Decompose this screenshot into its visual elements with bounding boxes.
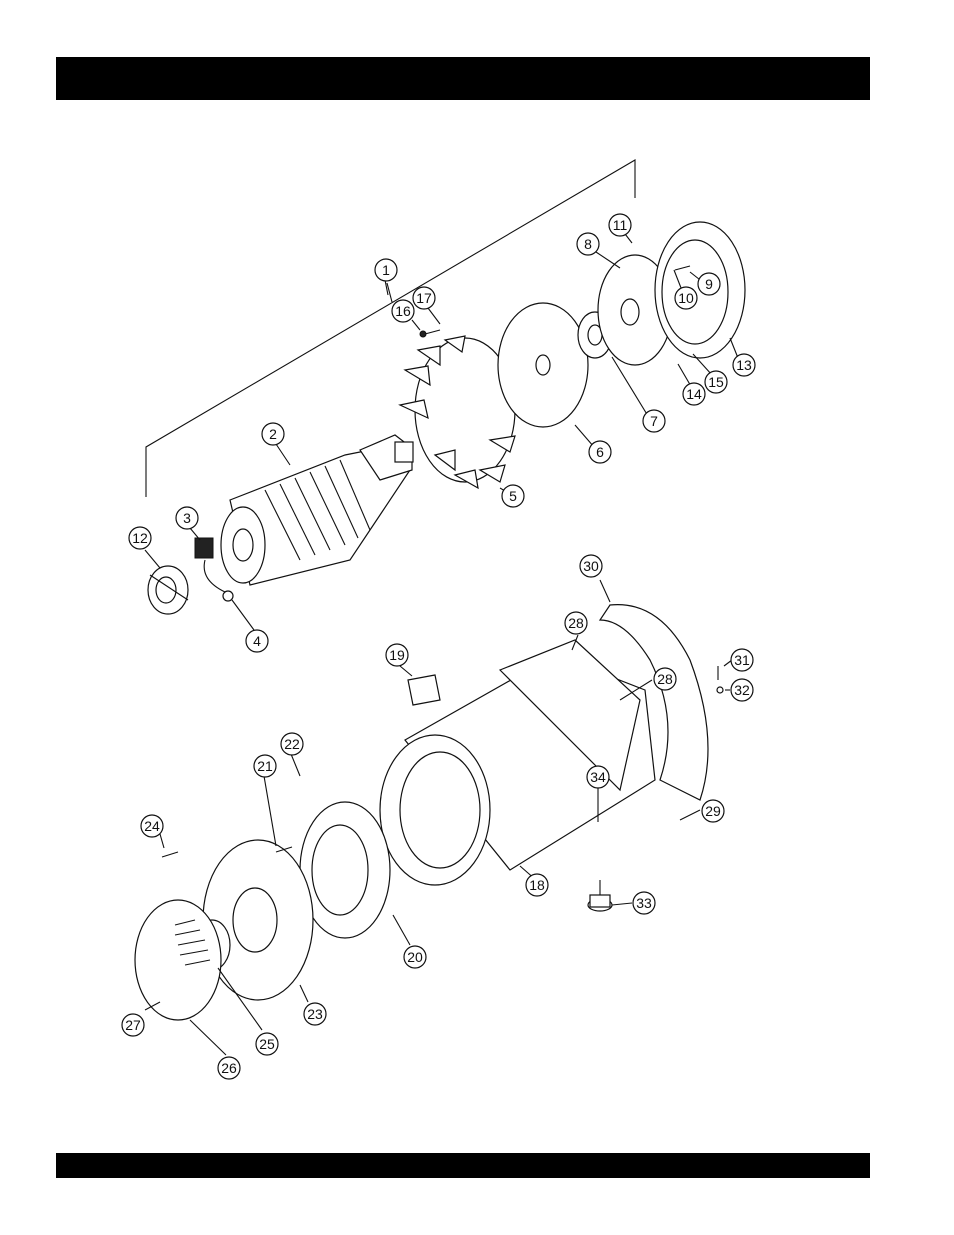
callout-16: 16: [392, 300, 414, 322]
callout-27: 27: [122, 1014, 144, 1036]
svg-text:4: 4: [253, 633, 261, 649]
callout-21: 21: [254, 755, 276, 777]
svg-text:21: 21: [257, 758, 273, 774]
callout-18: 18: [526, 874, 548, 896]
svg-text:33: 33: [636, 895, 652, 911]
svg-text:32: 32: [734, 682, 750, 698]
svg-text:1: 1: [382, 262, 390, 278]
callout-22: 22: [281, 733, 303, 755]
svg-text:19: 19: [389, 647, 405, 663]
callout-34: 34: [587, 766, 609, 788]
svg-text:28: 28: [568, 615, 584, 631]
coupling-disc-part: [498, 303, 588, 427]
svg-text:24: 24: [144, 818, 160, 834]
svg-text:20: 20: [407, 949, 423, 965]
svg-text:11: 11: [613, 217, 628, 233]
svg-text:29: 29: [705, 803, 721, 819]
svg-text:5: 5: [509, 488, 517, 504]
svg-text:6: 6: [596, 444, 604, 460]
bearing-part: [148, 566, 188, 614]
callout-13: 13: [733, 354, 755, 376]
svg-text:15: 15: [708, 374, 724, 390]
callout-24: 24: [141, 815, 163, 837]
svg-text:7: 7: [650, 413, 658, 429]
svg-text:13: 13: [736, 357, 752, 373]
callout-33: 33: [633, 892, 655, 914]
callout-7: 7: [643, 410, 665, 432]
svg-text:28: 28: [657, 671, 673, 687]
stator-housing-part: [380, 640, 655, 885]
callout-11: 11: [609, 214, 631, 236]
callout-32: 32: [731, 679, 753, 701]
callout-29: 29: [702, 800, 724, 822]
svg-text:8: 8: [584, 236, 592, 252]
svg-text:2: 2: [269, 426, 277, 442]
callout-15: 15: [705, 371, 727, 393]
callout-31: 31: [731, 649, 753, 671]
cover-plate-part: [135, 900, 221, 1020]
svg-text:23: 23: [307, 1006, 323, 1022]
callout-25: 25: [256, 1033, 278, 1055]
washer-32-part: [717, 687, 723, 693]
svg-text:17: 17: [416, 290, 432, 306]
callout-14: 14: [683, 383, 705, 405]
callout-5: 5: [502, 485, 524, 507]
callout-2: 2: [262, 423, 284, 445]
svg-text:16: 16: [395, 303, 411, 319]
svg-text:22: 22: [284, 736, 300, 752]
svg-text:25: 25: [259, 1036, 275, 1052]
callout-10: 10: [675, 287, 697, 309]
callout-28b: 28: [654, 668, 676, 690]
callout-20: 20: [404, 946, 426, 968]
bolt-24-part: [162, 852, 178, 857]
callout-17: 17: [413, 287, 435, 309]
callout-23: 23: [304, 1003, 326, 1025]
bolt-16-part: [420, 330, 440, 337]
callout-4: 4: [246, 630, 268, 652]
rotor-part: [221, 435, 413, 585]
callout-19: 19: [386, 644, 408, 666]
svg-text:27: 27: [125, 1017, 141, 1033]
svg-text:31: 31: [734, 652, 750, 668]
callout-12: 12: [129, 527, 151, 549]
callout-28a: 28: [565, 612, 587, 634]
svg-text:26: 26: [221, 1060, 237, 1076]
svg-text:12: 12: [132, 530, 148, 546]
callout-30: 30: [580, 555, 602, 577]
callout-6: 6: [589, 441, 611, 463]
callout-26: 26: [218, 1057, 240, 1079]
plug-part: [408, 675, 440, 705]
svg-text:18: 18: [529, 877, 545, 893]
svg-text:3: 3: [183, 510, 191, 526]
svg-text:30: 30: [583, 558, 599, 574]
svg-text:9: 9: [705, 276, 713, 292]
callout-9: 9: [698, 273, 720, 295]
callout-8: 8: [577, 233, 599, 255]
svg-text:10: 10: [678, 290, 694, 306]
callout-3: 3: [176, 507, 198, 529]
svg-text:34: 34: [590, 769, 606, 785]
svg-text:14: 14: [686, 386, 702, 402]
callout-1: 1: [375, 259, 397, 281]
vibration-mount-part: [588, 880, 612, 911]
